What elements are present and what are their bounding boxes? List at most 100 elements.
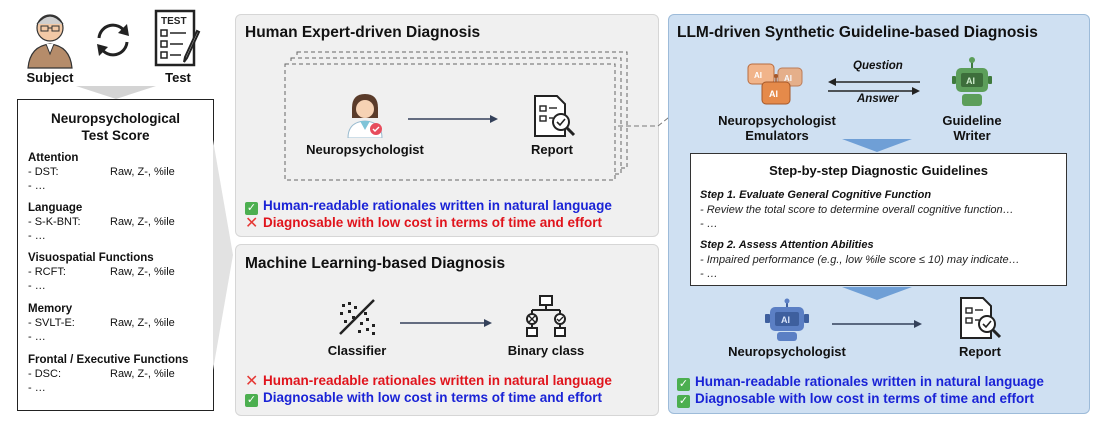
llm-pro-text-1: Human-readable rationales written in nat… bbox=[695, 374, 1044, 389]
llm-panel-title: LLM-driven Synthetic Guideline-based Dia… bbox=[677, 24, 1038, 41]
category-more: - … bbox=[28, 180, 46, 192]
neuropsychologist-label: Neuropsychologist bbox=[306, 142, 424, 157]
step-2-heading: Step 2. Assess Attention Abilities bbox=[700, 239, 874, 251]
llm-pro-row-1: ✓ Human-readable rationales written in na… bbox=[677, 373, 1044, 391]
emulators-label: Neuropsychologist Emulators bbox=[712, 113, 842, 143]
down-arrow-to-diagnosis bbox=[842, 287, 912, 301]
test-name: - DSC: bbox=[28, 368, 61, 380]
test-icon-text: TEST bbox=[161, 16, 187, 27]
llm-report-label: Report bbox=[959, 344, 1001, 359]
llm-pro-row-2: ✓ Diagnosable with low cost in terms of t… bbox=[677, 390, 1034, 408]
ai-text: AI bbox=[754, 71, 762, 80]
decision-tree-icon bbox=[524, 294, 568, 338]
neuropsychologist-robot-icon: AI bbox=[762, 298, 812, 342]
cross-icon: ✕ bbox=[245, 215, 259, 232]
llm-pro-text-2: Diagnosable with low cost in terms of ti… bbox=[695, 391, 1035, 406]
step-2-more: - … bbox=[700, 268, 718, 280]
guidelines-box: Step-by-step Diagnostic Guidelines Step … bbox=[690, 153, 1067, 286]
check-icon: ✓ bbox=[245, 202, 258, 215]
category-test-row: - RCFT: Raw, Z-, %ile bbox=[28, 266, 208, 278]
score-types: Raw, Z-, %ile bbox=[110, 317, 175, 329]
ml-pro-text: Diagnosable with low cost in terms of ti… bbox=[263, 390, 603, 405]
writer-label-line-2: Writer bbox=[953, 128, 991, 143]
category-more: - … bbox=[28, 280, 46, 292]
category-test-row: - DST: Raw, Z-, %ile bbox=[28, 166, 208, 178]
guideline-writer-label: Guideline Writer bbox=[927, 113, 1017, 143]
score-types: Raw, Z-, %ile bbox=[110, 166, 175, 178]
score-title-line-2: Test Score bbox=[81, 128, 150, 143]
writer-label-line-1: Guideline bbox=[942, 113, 1002, 128]
subject-figure bbox=[20, 6, 80, 70]
human-pro-row: ✓ Human-readable rationales written in na… bbox=[245, 197, 612, 215]
human-pro-text: Human-readable rationales written in nat… bbox=[263, 198, 612, 213]
step-2-line: - Impaired performance (e.g., low %ile s… bbox=[700, 254, 1020, 266]
classifier-to-binary-arrow bbox=[400, 315, 492, 327]
human-con-text: Diagnosable with low cost in terms of ti… bbox=[263, 215, 603, 230]
ai-text: AI bbox=[769, 89, 778, 99]
check-icon: ✓ bbox=[677, 395, 690, 408]
category-name: Memory bbox=[28, 303, 73, 315]
answer-arrow bbox=[828, 83, 920, 95]
down-arrow bbox=[76, 86, 156, 100]
test-name: - SVLT-E: bbox=[28, 317, 75, 329]
guidelines-title: Step-by-step Diagnostic Guidelines bbox=[769, 163, 988, 178]
category-test-row: - SVLT-E: Raw, Z-, %ile bbox=[28, 317, 208, 329]
test-score-box: Neuropsychological Test Score Attention … bbox=[17, 99, 214, 411]
test-icon: TEST bbox=[153, 8, 205, 68]
category-name: Visuospatial Functions bbox=[28, 252, 154, 264]
emulators-label-line-2: Emulators bbox=[745, 128, 809, 143]
binary-class-label: Binary class bbox=[507, 343, 585, 358]
ai-text: AI bbox=[784, 74, 792, 83]
score-types: Raw, Z-, %ile bbox=[110, 216, 175, 228]
step-1-line: - Review the total score to determine ov… bbox=[700, 204, 1014, 216]
question-arrow bbox=[828, 74, 920, 86]
llm-report-icon bbox=[957, 296, 1003, 340]
llm-neuro-to-report-arrow bbox=[832, 316, 922, 328]
score-title: Neuropsychological Test Score bbox=[18, 110, 213, 144]
step-1-more: - … bbox=[700, 218, 718, 230]
cycle-icon bbox=[91, 18, 135, 62]
test-name: - RCFT: bbox=[28, 266, 66, 278]
test-name: - S-K-BNT: bbox=[28, 216, 81, 228]
check-icon: ✓ bbox=[677, 378, 690, 391]
doctor-icon bbox=[340, 92, 390, 139]
category-name: Frontal / Executive Functions bbox=[28, 354, 189, 366]
score-to-panels-arrow bbox=[213, 140, 235, 370]
ai-text: AI bbox=[781, 315, 790, 325]
check-icon: ✓ bbox=[245, 394, 258, 407]
ml-panel bbox=[235, 244, 659, 416]
ml-panel-title: Machine Learning-based Diagnosis bbox=[245, 255, 506, 272]
step-1-heading: Step 1. Evaluate General Cognitive Funct… bbox=[700, 189, 932, 201]
score-types: Raw, Z-, %ile bbox=[110, 266, 175, 278]
question-label: Question bbox=[853, 60, 903, 72]
ml-pro-row: ✓ Diagnosable with low cost in terms of t… bbox=[245, 389, 602, 407]
down-arrow-to-guidelines bbox=[842, 139, 912, 153]
category-test-row: - S-K-BNT: Raw, Z-, %ile bbox=[28, 216, 208, 228]
test-label: Test bbox=[165, 70, 191, 85]
guideline-writer-robot-icon: AI bbox=[950, 56, 994, 108]
test-name: - DST: bbox=[28, 166, 59, 178]
ml-con-text: Human-readable rationales written in nat… bbox=[263, 373, 612, 388]
neuro-to-report-arrow bbox=[408, 111, 498, 123]
category-name: Attention bbox=[28, 152, 79, 164]
category-more: - … bbox=[28, 382, 46, 394]
report-icon bbox=[531, 94, 577, 138]
ml-con-row: ✕ Human-readable rationales written in na… bbox=[245, 372, 612, 390]
subject-label: Subject bbox=[26, 70, 74, 85]
score-title-line-1: Neuropsychological bbox=[50, 111, 181, 126]
human-con-row: ✕ Diagnosable with low cost in terms of t… bbox=[245, 214, 602, 232]
llm-neuropsychologist-label: Neuropsychologist bbox=[728, 344, 846, 359]
category-more: - … bbox=[28, 331, 46, 343]
report-label: Report bbox=[531, 142, 573, 157]
classifier-icon bbox=[336, 298, 378, 336]
category-test-row: - DSC: Raw, Z-, %ile bbox=[28, 368, 208, 380]
human-panel-title: Human Expert-driven Diagnosis bbox=[245, 24, 481, 41]
category-name: Language bbox=[28, 202, 83, 214]
emulators-label-line-1: Neuropsychologist bbox=[718, 113, 836, 128]
classifier-label: Classifier bbox=[327, 343, 387, 358]
category-more: - … bbox=[28, 230, 46, 242]
cross-icon: ✕ bbox=[245, 373, 259, 390]
answer-label: Answer bbox=[857, 93, 899, 105]
score-types: Raw, Z-, %ile bbox=[110, 368, 175, 380]
ai-text: AI bbox=[966, 76, 975, 86]
